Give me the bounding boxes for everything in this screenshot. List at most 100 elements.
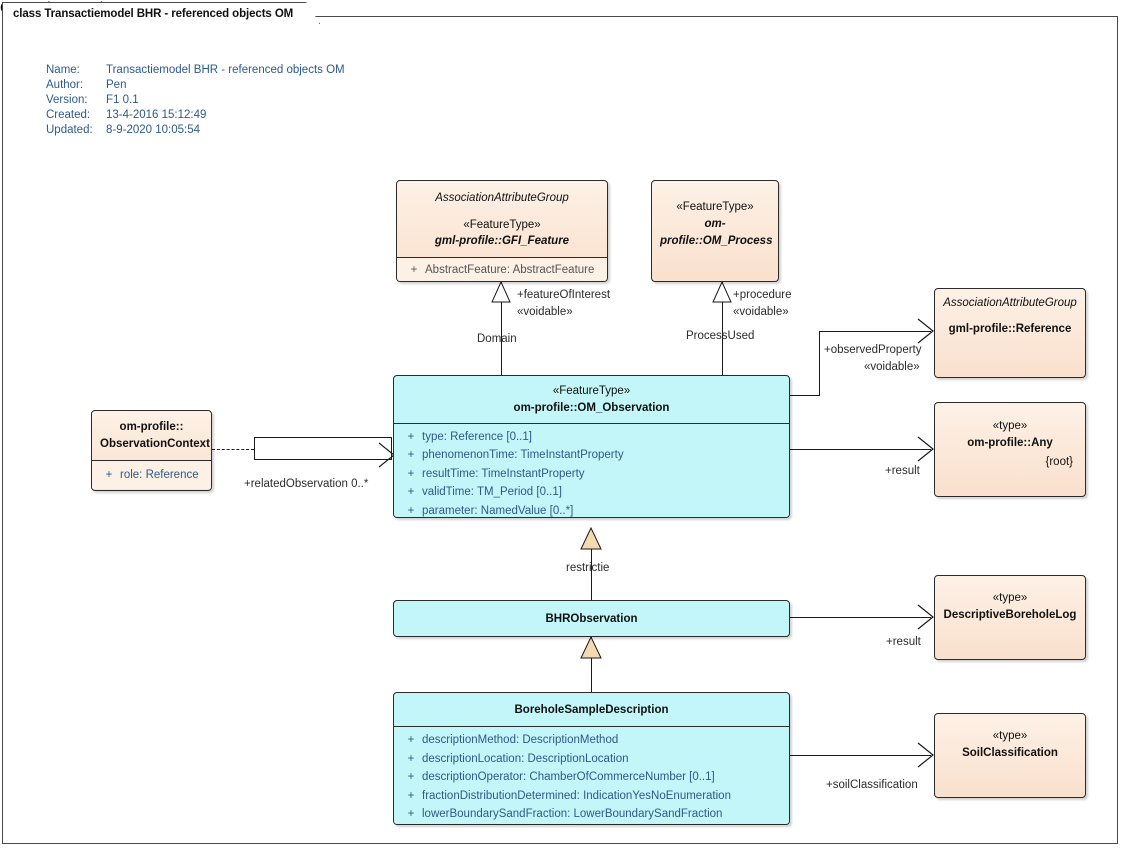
connector-featureofinterest-role: +featureOfInterest [517, 289, 611, 301]
attribute-text: type: Reference [0..1] [422, 430, 532, 443]
class-observationcontext-name-line1: om-profile:: [119, 421, 184, 433]
class-om-observation-name: om-profile::OM_Observation [513, 401, 670, 414]
meta-value-updated: 8-9-2020 10:05:54 [106, 124, 200, 136]
class-soilclassification-stereotype: «type» [992, 730, 1028, 742]
connector-result-any-line [790, 449, 931, 450]
class-om-profile-om-process[interactable]: «FeatureType» om-profile::OM_Process [651, 180, 779, 282]
meta-row-name: Name: Transactiemodel BHR - referenced o… [46, 64, 345, 79]
connector-procedure-voidable: «voidable» [733, 306, 789, 318]
class-om-observation-stereotype: «FeatureType» [552, 385, 631, 397]
class-descriptiveboreholelog-stereotype: «type» [992, 592, 1028, 604]
attribute-visibility: + [407, 789, 415, 802]
attribute-visibility: + [407, 467, 415, 480]
diagram-title: class Transactiemodel BHR - referenced o… [13, 7, 294, 20]
attribute-visibility: + [407, 808, 415, 821]
attribute-visibility: + [407, 734, 415, 747]
connector-restrictie-label: restrictie [566, 562, 610, 574]
class-any-name: om-profile::Any [967, 436, 1053, 449]
class-om-profile-om-observation[interactable]: «FeatureType» om-profile::OM_Observation… [393, 375, 790, 518]
attribute-row: + descriptionOperator: ChamberOfCommerce… [400, 768, 783, 787]
meta-label-author: Author: [46, 79, 84, 91]
attribute-row: + descriptionLocation: DescriptionLocati… [400, 750, 783, 769]
attribute-visibility: + [407, 486, 415, 499]
connector-observedproperty-seg3 [819, 331, 931, 332]
diagram-title-tab: class Transactiemodel BHR - referenced o… [2, 2, 320, 24]
connector-processused-label: ProcessUsed [686, 330, 755, 342]
connector-procedure-role: +procedure [733, 289, 792, 301]
attribute-row: + validTime: TM_Period [0..1] [400, 483, 783, 502]
class-soilclassification[interactable]: «type» SoilClassification [934, 713, 1086, 798]
class-gfi-feature-name: gml-profile::GFI_Feature [434, 235, 570, 248]
attribute-text: AbstractFeature: AbstractFeature [425, 263, 595, 276]
connector-featureofinterest-voidable: «voidable» [517, 306, 573, 318]
class-gfi-feature-stereotype: «FeatureType» [463, 218, 541, 231]
attribute-row: + resultTime: TimeInstantProperty [400, 465, 783, 484]
connector-processused-line [722, 282, 723, 375]
class-gfi-feature-aag: AssociationAttributeGroup [435, 192, 569, 204]
attribute-text: resultTime: TimeInstantProperty [422, 467, 585, 480]
attribute-text: descriptionLocation: DescriptionLocation [422, 752, 629, 765]
attribute-visibility: + [407, 504, 415, 517]
meta-label-created: Created: [46, 109, 91, 121]
connector-result-log-line [790, 617, 931, 618]
connector-relatedobservation-label: +relatedObservation 0..* [244, 478, 369, 490]
attribute-visibility: + [407, 430, 415, 443]
attribute-text: fractionDistributionDetermined: Indicati… [422, 789, 731, 802]
meta-value-name: Transactiemodel BHR - referenced objects… [106, 64, 345, 76]
connector-inheritance-bsd-line [591, 637, 592, 692]
attribute-row: + parameter: NamedValue [0..*] [400, 502, 783, 517]
attribute-text: phenomenonTime: TimeInstantProperty [422, 449, 624, 462]
class-any-stereotype: «type» [992, 420, 1028, 432]
connector-soilclassification-line [790, 755, 931, 756]
attribute-visibility: + [105, 468, 113, 481]
attribute-row: + fractionDistributionDetermined: Indica… [400, 787, 783, 806]
class-gml-profile-gfi-feature[interactable]: AssociationAttributeGroup «FeatureType» … [396, 180, 608, 282]
meta-row-created: Created: 13-4-2016 15:12:49 [46, 109, 345, 124]
class-om-profile-any[interactable]: «type» om-profile::Any {root} [934, 402, 1086, 497]
connector-domain-label: Domain [477, 333, 517, 345]
class-reference-aag: AssociationAttributeGroup [943, 297, 1077, 309]
class-boreholesampledescription-name: BoreholeSampleDescription [514, 704, 669, 716]
attribute-row: + role: Reference [98, 466, 205, 485]
meta-label-version: Version: [46, 94, 88, 106]
meta-value-author: Pen [106, 79, 127, 91]
class-bhrobservation-name: BHRObservation [545, 613, 638, 625]
meta-row-updated: Updated: 8-9-2020 10:05:54 [46, 124, 345, 139]
class-om-process-stereotype: «FeatureType» [676, 201, 754, 213]
class-gml-profile-reference[interactable]: AssociationAttributeGroup gml-profile::R… [934, 288, 1086, 378]
attribute-text: validTime: TM_Period [0..1] [422, 486, 562, 499]
class-bhrobservation[interactable]: BHRObservation [393, 600, 790, 637]
connector-soilclassification-label: +soilClassification [826, 779, 918, 791]
attribute-text: role: Reference [120, 468, 199, 481]
class-any-root: {root} [1045, 455, 1074, 468]
attribute-row: + descriptionMethod: DescriptionMethod [400, 731, 783, 750]
attribute-row: + phenomenonTime: TimeInstantProperty [400, 446, 783, 465]
class-descriptiveboreholelog[interactable]: «type» DescriptiveBoreholeLog [934, 575, 1086, 660]
diagram-metadata: Name: Transactiemodel BHR - referenced o… [46, 64, 345, 139]
class-boreholesampledescription[interactable]: BoreholeSampleDescription + descriptionM… [393, 692, 790, 825]
class-soilclassification-name: SoilClassification [962, 746, 1058, 759]
attribute-text: parameter: NamedValue [0..*] [422, 504, 574, 517]
meta-value-version: F1 0.1 [106, 94, 139, 106]
connector-result-log-label: +result [886, 636, 921, 648]
attribute-visibility: + [407, 752, 415, 765]
connector-observedproperty-role: +observedProperty [824, 344, 922, 356]
attribute-visibility: + [407, 449, 415, 462]
meta-row-version: Version: F1 0.1 [46, 94, 345, 109]
class-observationcontext-name-line2: ObservationContext [100, 438, 210, 451]
attribute-row: + type: Reference [0..1] [400, 428, 783, 447]
connector-restrictie-line [591, 548, 592, 600]
class-om-profile-observationcontext[interactable]: om-profile:: ObservationContext + role: … [91, 410, 212, 491]
connector-observedproperty-seg2 [819, 331, 820, 396]
attribute-visibility: + [410, 263, 418, 276]
attribute-text: descriptionOperator: ChamberOfCommerceNu… [422, 771, 715, 784]
connector-observedproperty-seg1 [790, 395, 819, 396]
attribute-row: + AbstractFeature: AbstractFeature [403, 261, 601, 280]
meta-value-created: 13-4-2016 15:12:49 [106, 109, 207, 121]
attribute-visibility: + [407, 771, 415, 784]
attribute-row: + lowerBoundarySandFraction: LowerBounda… [400, 805, 783, 824]
connector-domain-line [501, 282, 502, 375]
meta-label-updated: Updated: [46, 124, 93, 136]
connector-relatedobservation-dash [212, 449, 254, 450]
